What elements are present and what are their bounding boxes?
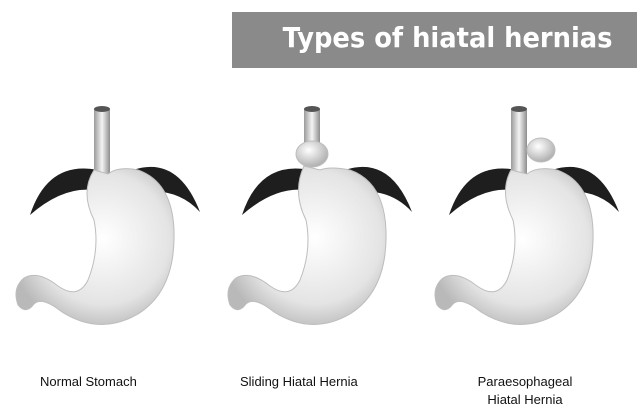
caption-normal-stomach: Normal Stomach xyxy=(40,373,137,391)
sliding-hernia-illustration xyxy=(220,100,420,340)
stomach-body xyxy=(228,166,386,325)
caption-paraesophageal-hernia: Paraesophageal Hiatal Hernia xyxy=(470,373,580,409)
caption-line: Hiatal Hernia xyxy=(470,391,580,409)
normal-stomach-illustration xyxy=(8,100,208,340)
caption-line: Sliding Hiatal Hernia xyxy=(240,373,358,391)
caption-sliding-hernia: Sliding Hiatal Hernia xyxy=(240,373,358,391)
stomach-body xyxy=(16,169,174,325)
stomach-body xyxy=(435,169,593,325)
caption-line: Normal Stomach xyxy=(40,373,137,391)
title-banner: Types of hiatal hernias xyxy=(232,12,637,68)
esophagus-tube xyxy=(511,108,527,180)
hernia-bulge xyxy=(527,138,555,162)
paraesophageal-hernia-illustration xyxy=(427,100,627,340)
caption-line: Paraesophageal xyxy=(470,373,580,391)
figure-sliding-hernia xyxy=(220,100,420,340)
page-title: Types of hiatal hernias xyxy=(283,21,613,54)
esophagus-tube xyxy=(94,108,110,178)
hernia-bulge xyxy=(296,141,328,167)
figure-normal-stomach xyxy=(8,100,208,340)
figure-paraesophageal-hernia xyxy=(427,100,627,340)
